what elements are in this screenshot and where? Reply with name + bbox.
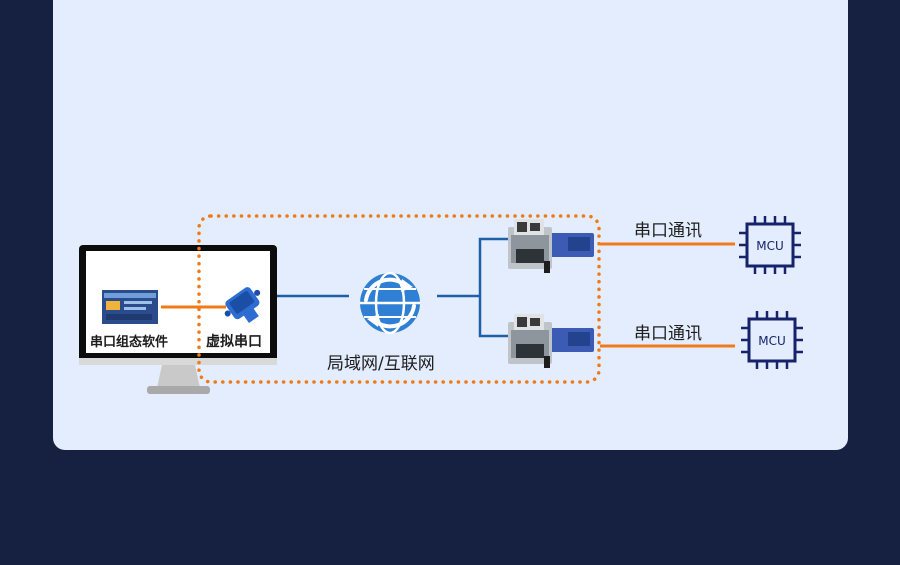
mcu-label-1: MCU	[756, 239, 784, 253]
ethernet-module-icon	[508, 314, 594, 368]
software-screen-icon	[102, 290, 158, 324]
ethernet-module-icon	[508, 219, 594, 273]
network-label: 局域网/互联网	[327, 354, 435, 374]
serial-comm-label-1: 串口通讯	[634, 221, 702, 241]
chip-icon: MCU	[741, 311, 803, 369]
serial-comm-label-2: 串口通讯	[634, 324, 702, 344]
serial-software-label: 串口组态软件	[90, 335, 169, 350]
network-branch	[478, 237, 508, 338]
gateway-boundary	[197, 214, 601, 384]
serial-connector-icon	[224, 287, 261, 324]
globe-icon	[360, 271, 420, 335]
mcu-label-2: MCU	[758, 334, 786, 348]
virtual-port-label: 虚拟串口	[206, 334, 262, 350]
chip-icon: MCU	[739, 216, 801, 274]
